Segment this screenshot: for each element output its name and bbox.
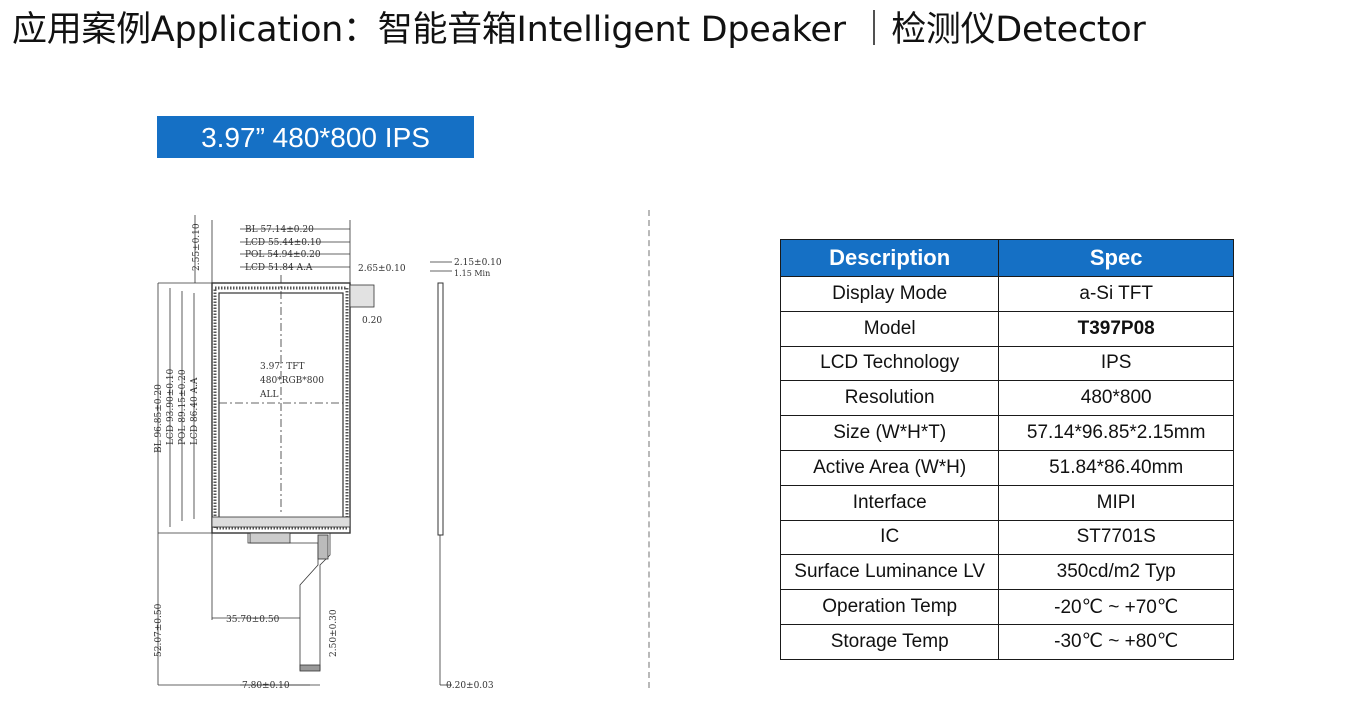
thickness-label: 2.15±0.10 (454, 258, 502, 268)
row-label: Interface (779, 484, 1000, 521)
pol-height-label: POL 89.15±0.20 (178, 369, 188, 445)
row-value: 57.14*96.85*2.15mm (998, 415, 1234, 451)
fpc-tab-label: 2.50±0.30 (329, 609, 339, 657)
row-value: -20℃ ~ +70℃ (998, 589, 1234, 625)
table-row: Storage Temp-30℃ ~ +80℃ (779, 623, 1234, 660)
table-row: Size (W*H*T)57.14*96.85*2.15mm (779, 415, 1234, 451)
row-value: a-Si TFT (998, 276, 1234, 312)
row-value: ST7701S (998, 519, 1234, 556)
fpc-width-label: 7.80±0.10 (242, 681, 290, 691)
row-label: Size (W*H*T) (779, 415, 1000, 451)
dimension-drawing: BL 57.14±0.20 LCD 55.44±0.10 POL 54.94±0… (154, 215, 502, 691)
table-row: Operation Temp-20℃ ~ +70℃ (779, 589, 1234, 625)
header-spec: Spec (998, 239, 1234, 277)
pol-width-label: POL 54.94±0.20 (245, 250, 321, 260)
fpc-offset-label: 35.70±0.50 (226, 615, 280, 625)
row-label: Operation Temp (779, 589, 1000, 625)
row-label: Surface Luminance LV (779, 554, 1000, 591)
model-badge: 3.97” 480*800 IPS (157, 116, 474, 158)
lcd-width-label: LCD 55.44±0.10 (245, 238, 322, 248)
fpc-length-label: 52.07±0.50 (154, 603, 164, 657)
row-label: Active Area (W*H) (779, 449, 1000, 486)
bl-height-label: BL 96.85±0.20 (154, 384, 164, 453)
panel-line3: ALL (259, 390, 278, 400)
top-gap-label: 2.55±0.10 (192, 223, 202, 271)
right-gap-label: 2.65±0.10 (358, 264, 406, 274)
row-value: 480*800 (998, 380, 1234, 417)
lcd-aa-height-label: LCD 86.40 A.A (190, 377, 200, 445)
panel-line1: 3.97″ TFT (260, 362, 305, 372)
row-label: Resolution (779, 380, 1000, 417)
corner-label: 0.20 (362, 316, 382, 326)
row-value: -30℃ ~ +80℃ (998, 623, 1234, 660)
lcd-height-label: LCD 93.90±0.10 (166, 368, 176, 445)
header-description: Description (779, 239, 1000, 277)
row-label: Display Mode (779, 276, 1000, 312)
panel-line2: 480*RGB*800 (260, 376, 324, 386)
lcd-aa-width-label: LCD 51.84 A.A (245, 263, 313, 273)
row-label: IC (779, 519, 1000, 556)
table-row: Active Area (W*H)51.84*86.40mm (779, 449, 1234, 486)
row-value: MIPI (998, 484, 1234, 521)
row-value: T397P08 (998, 310, 1234, 347)
row-label: LCD Technology (779, 345, 1000, 382)
bl-width-label: BL 57.14±0.20 (245, 225, 314, 235)
row-value: IPS (998, 345, 1234, 382)
dashed-divider (648, 210, 650, 688)
page-title: 应用案例Application：智能音箱Intelligent Dpeaker … (12, 10, 1146, 50)
row-label: Model (779, 310, 1000, 347)
pin-thickness-label: 0.20±0.03 (446, 681, 494, 691)
table-header-row: Description Spec (779, 239, 1234, 277)
row-value: 51.84*86.40mm (998, 449, 1234, 486)
thickness-min-label: 1.15 Min (454, 269, 490, 278)
row-value: 350cd/m2 Typ (998, 554, 1234, 591)
row-label: Storage Temp (779, 623, 1000, 660)
